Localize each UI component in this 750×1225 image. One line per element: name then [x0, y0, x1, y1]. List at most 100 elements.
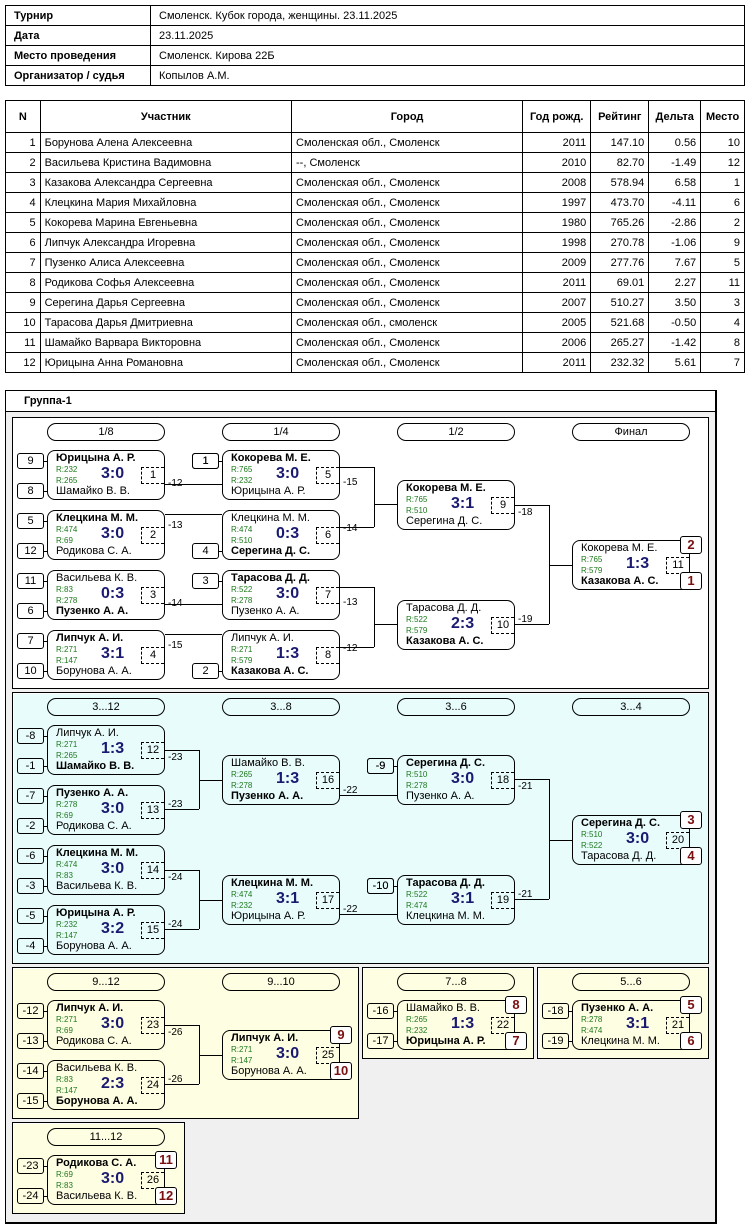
connector-line	[374, 624, 397, 625]
participant-number: 2	[5, 152, 41, 173]
place-badge: 10	[330, 1062, 352, 1080]
player-top-name: Клецкина М. М.	[231, 512, 310, 524]
player-top-name: Кокорева М. Е.	[231, 452, 311, 464]
connector-line	[340, 527, 374, 528]
connector-line	[515, 779, 549, 780]
player-top-name: Тарасова Д. Д.	[406, 877, 485, 889]
info-key: Место проведения	[5, 45, 151, 66]
participant-rating: 270.78	[590, 232, 650, 253]
player-bottom-rating: R:69	[56, 811, 73, 820]
player-top-name: Юрицына А. Р.	[56, 907, 136, 919]
player-bottom-name: Борунова А. А.	[56, 940, 132, 952]
participant-name: Кокорева Марина Евгеньевна	[39, 212, 293, 233]
match-score: 3:1	[276, 890, 300, 907]
info-value: 23.11.2025	[150, 25, 745, 46]
seed-box: 2	[192, 663, 222, 679]
player-bottom-rating: R:69	[56, 1026, 73, 1035]
match-score: 3:0	[276, 585, 300, 602]
player-top-name: Липчук А. И.	[56, 1002, 124, 1014]
seed-box: -18	[542, 1003, 572, 1019]
player-bottom-name: Юрицына А. Р.	[231, 485, 306, 497]
participant-place: 2	[700, 212, 745, 233]
match-score: 2:3	[451, 615, 475, 632]
player-top-rating: R:265	[406, 1015, 428, 1024]
match-score: 1:3	[101, 740, 125, 757]
seed-box: 3	[192, 573, 222, 589]
match-number: 1	[141, 467, 164, 484]
player-top-rating: R:271	[56, 740, 78, 749]
loser-goes-label: -13	[168, 520, 183, 531]
player-top-rating: R:83	[56, 585, 73, 594]
player-top-rating: R:765	[581, 555, 603, 564]
participant-rating: 232.32	[590, 352, 650, 373]
player-top-name: Родикова С. А.	[56, 1157, 137, 1169]
participant-birth-year: 1980	[522, 212, 592, 233]
player-top-rating: R:474	[231, 890, 253, 899]
participant-number: 6	[5, 232, 41, 253]
loser-goes-label: -23	[168, 799, 183, 810]
player-top-rating: R:69	[56, 1170, 73, 1179]
player-bottom-rating: R:69	[56, 536, 73, 545]
player-top-rating: R:765	[406, 495, 428, 504]
player-top-rating: R:271	[56, 1015, 78, 1024]
connector-line	[340, 795, 397, 796]
connector-line	[340, 647, 374, 648]
round-label-r2: 1/2	[397, 423, 515, 441]
participant-birth-year: 1998	[522, 232, 592, 253]
seed-box: 6	[17, 603, 47, 619]
player-bottom-rating: R:579	[581, 566, 603, 575]
match-number: 12	[141, 742, 164, 759]
player-top-name: Кокорева М. Е.	[406, 482, 486, 494]
participant-number: 5	[5, 212, 41, 233]
loser-goes-label: -22	[343, 785, 358, 796]
seed-box: 5	[17, 513, 47, 529]
player-bottom-rating: R:474	[581, 1026, 603, 1035]
connector-line	[549, 840, 572, 841]
player-top-rating: R:474	[56, 525, 78, 534]
match-score: 3:1	[101, 645, 125, 662]
connector-line	[165, 514, 222, 515]
loser-goes-label: -14	[168, 598, 183, 609]
connector-line	[199, 900, 222, 901]
participant-name: Родикова Софья Алексеевна	[39, 272, 293, 293]
seed-box: -2	[17, 818, 47, 834]
round-label-r8: 1/8	[47, 423, 165, 441]
place-badge: 9	[330, 1026, 352, 1044]
connector-line	[340, 587, 374, 588]
col-header-rating: Рейтинг	[590, 100, 650, 133]
participant-name: Васильева Кристина Вадимовна	[39, 152, 293, 173]
participant-place: 10	[700, 132, 745, 153]
participants-header-row: N Участник Город Год рожд. Рейтинг Дельт…	[5, 100, 745, 133]
loser-goes-label: -21	[518, 889, 533, 900]
match-number: 3	[141, 587, 164, 604]
match-score: 3:2	[101, 920, 125, 937]
